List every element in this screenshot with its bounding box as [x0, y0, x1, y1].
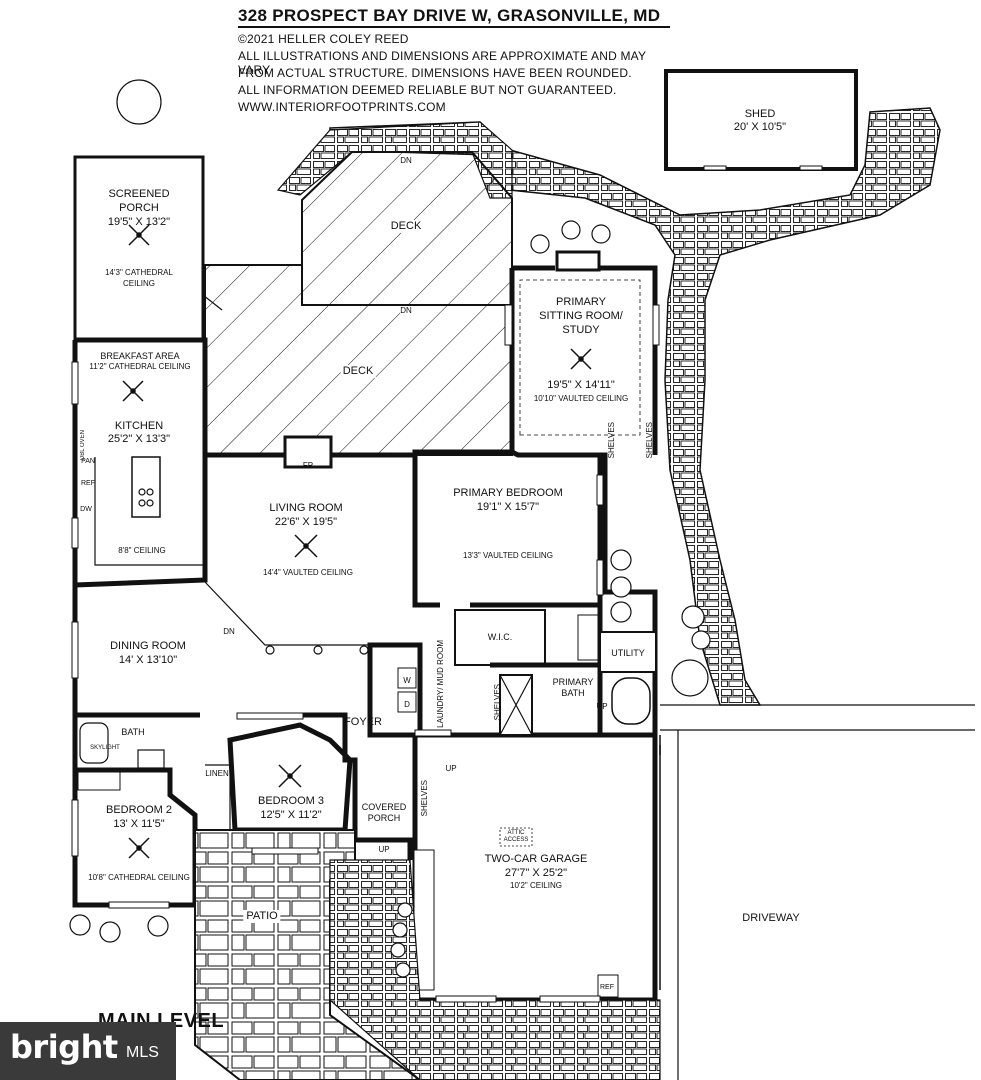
sitting-room-label-2: SITTING ROOM/ [539, 310, 623, 322]
dryer-label: D [404, 700, 410, 709]
website-line: WWW.INTERIORFOOTPRINTS.COM [238, 100, 446, 114]
double-oven-label: DBL OVEN [80, 430, 86, 461]
bedroom-2-label: BEDROOM 2 [105, 804, 173, 816]
primary-bath-step-up: UP [596, 702, 608, 711]
attic-access-label-2: ACCESS [503, 837, 529, 843]
plan-address-title: 328 PROSPECT BAY DRIVE W, GRASONVILLE, M… [238, 6, 661, 25]
covered-porch-label-1: COVERED [361, 802, 407, 812]
pantry-label: PAN [81, 458, 95, 465]
sitting-room-label-3: STUDY [562, 324, 600, 336]
bath-skylight-label: SKYLIGHT [90, 745, 120, 751]
primary-bath-label-2: BATH [561, 688, 585, 698]
kitchen-dimensions: 25'2" X 13'3" [107, 433, 171, 445]
garage-step-up: UP [445, 764, 457, 773]
sitting-room-label-1: PRIMARY [556, 296, 606, 308]
washer-label: W [403, 676, 411, 685]
kitchen-label: KITCHEN [114, 420, 164, 432]
logo-brand-text: bright [10, 1028, 118, 1066]
covered-porch-label-2: PORCH [367, 813, 401, 823]
garage-dimensions: 27'7" X 25'2" [504, 867, 568, 879]
lower-deck-label: DECK [340, 365, 376, 378]
sitting-shelves-right: SHELVES [645, 422, 654, 459]
laundry-mudroom-label: LAUNDRY/ MUD ROOM [436, 640, 445, 728]
living-room-ceiling: 14'4" VAULTED CEILING [263, 568, 353, 577]
bath-label: BATH [121, 727, 145, 737]
screened-porch-dimensions: 19'5" X 13'2" [107, 216, 171, 228]
driveway-label: DRIVEWAY [742, 912, 800, 924]
primary-bedroom-ceiling: 13'3" VAULTED CEILING [463, 551, 553, 560]
sitting-shelves-left: SHELVES [607, 422, 616, 459]
disclaimer-line-1: ALL ILLUSTRATIONS AND DIMENSIONS ARE APP… [238, 49, 646, 77]
screened-porch-label-2: PORCH [119, 202, 159, 214]
bedroom-3-dimensions: 12'5" X 11'2" [260, 809, 322, 821]
title-underline [238, 26, 670, 28]
sitting-fireplace-gas: GAS [571, 258, 589, 267]
linen-closet-label: LINEN [205, 769, 229, 778]
disclaimer-line-2: FROM ACTUAL STRUCTURE. DIMENSIONS HAVE B… [238, 66, 632, 80]
dining-room-label: DINING ROOM [110, 640, 186, 652]
kitchen-ceiling: 8'8" CEILING [118, 546, 166, 555]
screened-porch-ceiling-1: 14'3" CATHEDRAL [105, 268, 173, 277]
upper-deck-stairs-down: DN [400, 156, 412, 166]
bedroom-2-ceiling: 10'8" CATHEDRAL CEILING [88, 873, 190, 882]
wic-label: W.I.C. [487, 632, 513, 642]
logo-mls-text: MLS [126, 1044, 159, 1061]
upper-deck-label: DECK [388, 220, 424, 233]
living-fireplace-gas: GAS [299, 452, 317, 461]
primary-bedroom-dimensions: 19'1" X 15'7" [476, 501, 540, 513]
living-fireplace-fp: FP [302, 461, 314, 470]
laundry-shelves-label: SHELVES [493, 684, 502, 721]
garage-shelves-label: SHELVES [420, 780, 429, 817]
breakfast-area-ceiling: 11'2" CATHEDRAL CEILING [89, 362, 191, 371]
screened-porch-label-1: SCREENED [108, 188, 170, 200]
dining-stairs-down: DN [223, 627, 235, 636]
shed-label: SHED [744, 108, 776, 120]
primary-bedroom-label: PRIMARY BEDROOM [453, 487, 563, 499]
copyright-line: ©2021 HELLER COLEY REED [238, 32, 409, 46]
attic-access-label-1: ATTIC [507, 830, 525, 836]
utility-label: UTILITY [611, 648, 645, 658]
dining-room-dimensions: 14' X 13'10" [118, 654, 178, 666]
living-room-dimensions: 22'6" X 19'5" [274, 516, 338, 528]
lower-deck-stairs-down: DN [400, 306, 412, 316]
foyer-label: FOYER [344, 716, 382, 728]
primary-bath-label-1: PRIMARY [552, 677, 594, 687]
garage-ceiling: 10'2" CEILING [510, 881, 562, 890]
dishwasher-label: DW [80, 506, 92, 513]
breakfast-area-label: BREAKFAST AREA [100, 351, 180, 361]
bedroom-3-label: BEDROOM 3 [257, 795, 325, 807]
refrigerator-label: REF [81, 480, 95, 487]
covered-porch-step-up: UP [378, 845, 390, 854]
sitting-room-dimensions: 19'5" X 14'11" [547, 379, 615, 391]
sitting-room-ceiling: 10'10" VAULTED CEILING [533, 394, 629, 403]
bright-mls-logo: bright MLS [0, 1022, 176, 1080]
garage-label: TWO-CAR GARAGE [484, 853, 588, 865]
shed-dimensions: 20' X 10'5" [733, 121, 787, 133]
garage-refrigerator-label: REF [600, 984, 614, 991]
bedroom-2-dimensions: 13' X 11'5" [113, 818, 165, 830]
screened-porch-ceiling-2: CEILING [122, 279, 156, 288]
disclaimer-line-3: ALL INFORMATION DEEMED RELIABLE BUT NOT … [238, 83, 617, 97]
patio-label: PATIO [243, 910, 281, 923]
living-room-label: LIVING ROOM [269, 502, 343, 514]
